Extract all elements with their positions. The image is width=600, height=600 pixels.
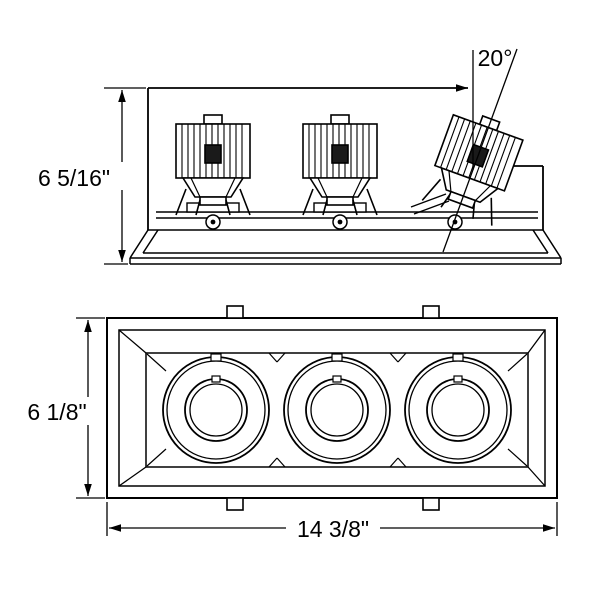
adjustment-knobs <box>205 214 463 230</box>
trim-flange <box>129 229 562 265</box>
aperture-2 <box>283 353 391 464</box>
divider-ticks <box>268 352 407 468</box>
corner-miters <box>118 329 546 487</box>
trim-inner-rect <box>118 329 546 487</box>
aperture-frame <box>145 352 529 468</box>
aperture-1 <box>162 353 270 464</box>
bottom-width-dimension-label: 14 3/8" <box>297 516 369 542</box>
bottom-height-dimension-label: 6 1/8" <box>27 399 86 425</box>
mounting-tabs <box>226 305 440 511</box>
tilt-angle-annotation <box>442 48 518 253</box>
bottom-view: 6 1/8" 14 3/8" <box>20 305 558 542</box>
frame-corner-diagonals <box>146 353 528 467</box>
lamp-head-2 <box>302 114 378 216</box>
side-view: 20° 6 5/16" <box>26 45 562 265</box>
side-height-dimension-label: 6 5/16" <box>38 165 110 191</box>
housing-outline <box>147 88 544 230</box>
tilt-angle-label: 20° <box>478 45 513 71</box>
aperture-3 <box>404 353 512 464</box>
trim-outer-rect <box>106 317 558 499</box>
lamp-head-1 <box>175 114 251 216</box>
